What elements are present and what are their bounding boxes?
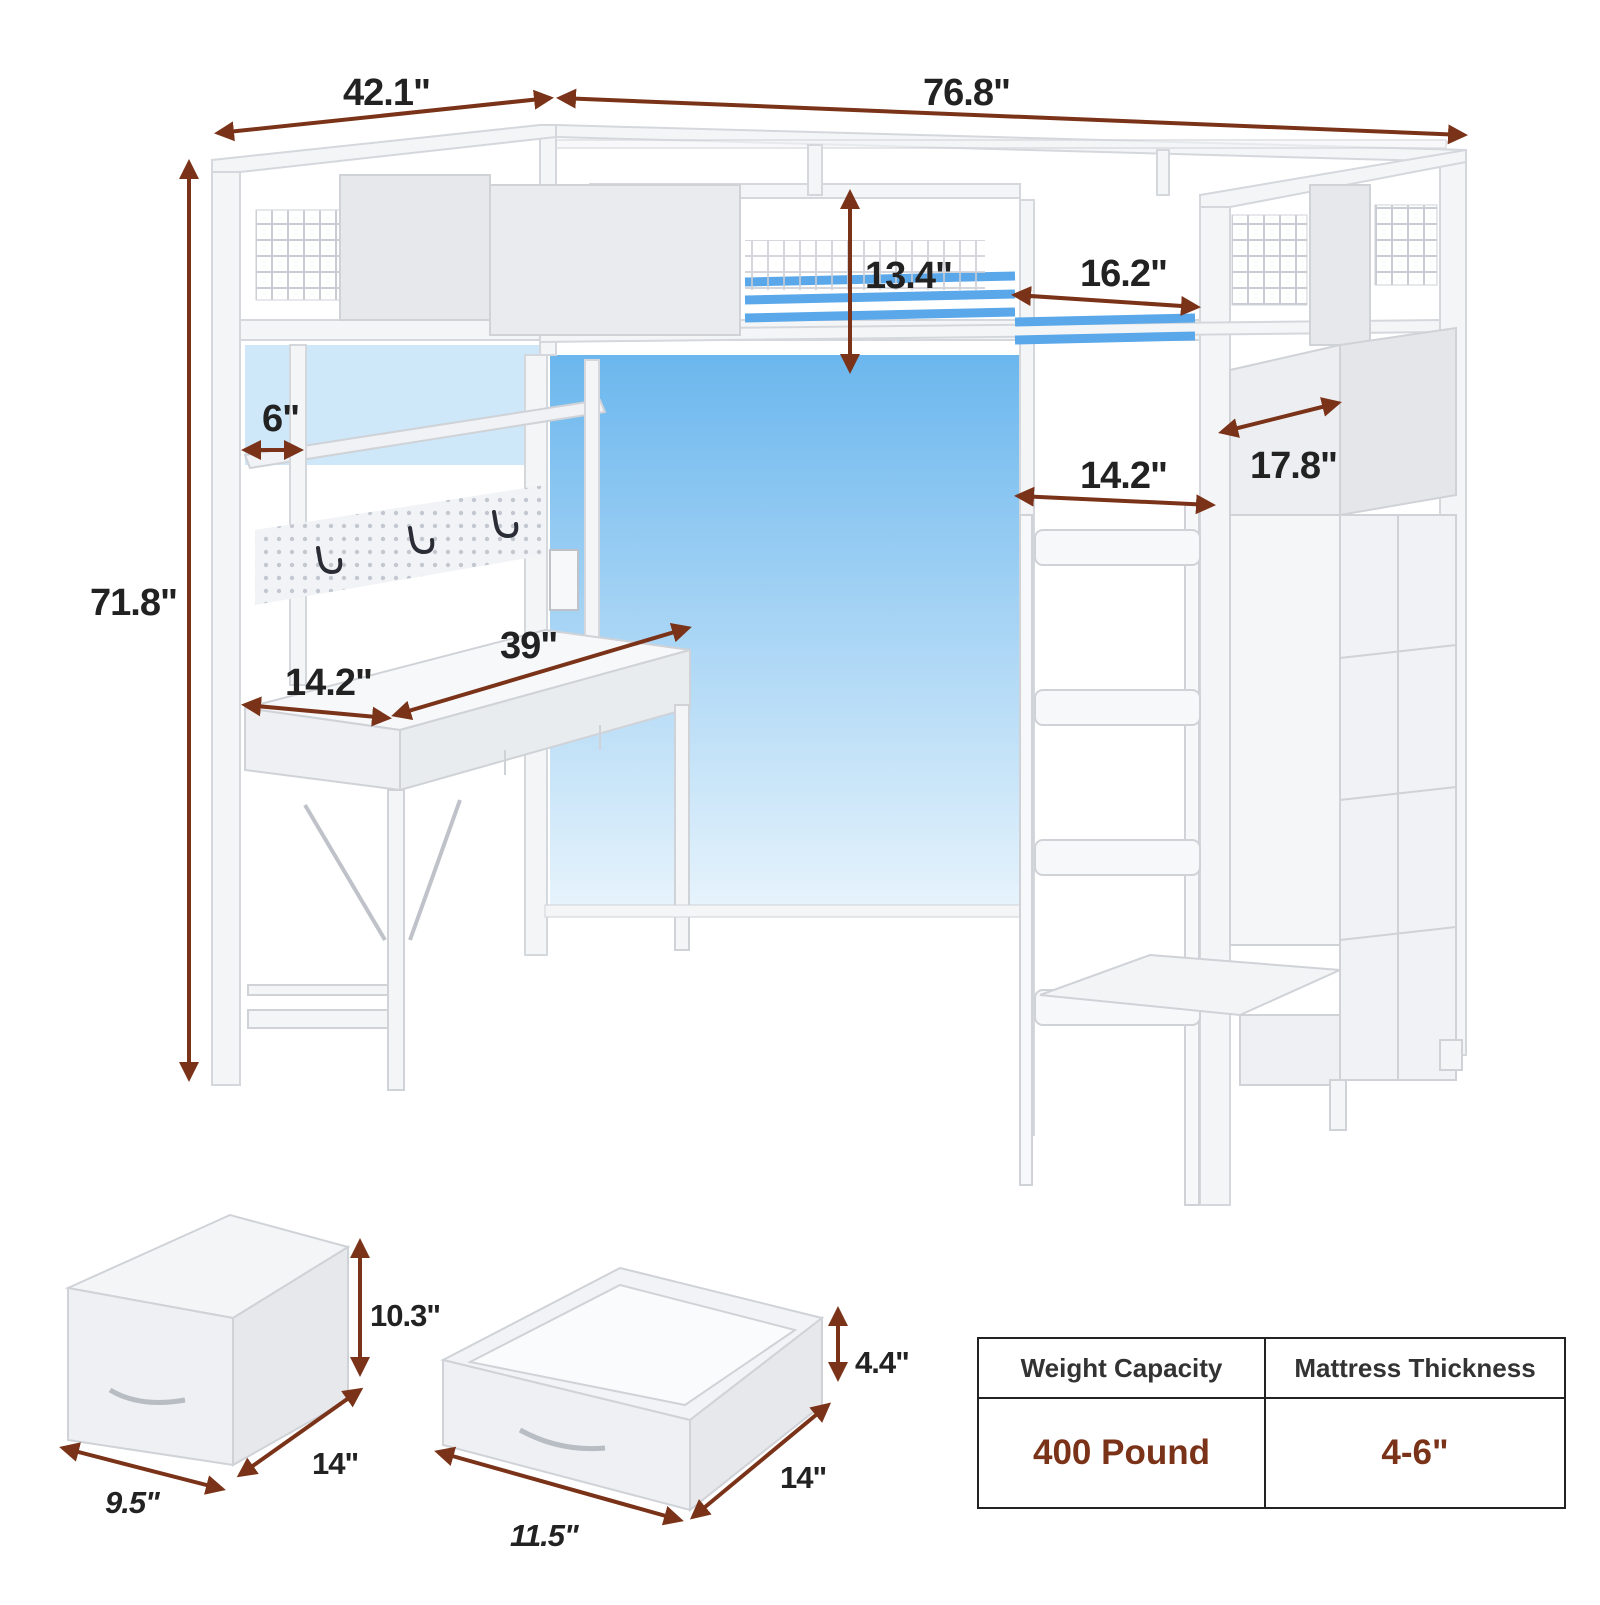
shelf-post-2 xyxy=(584,359,600,681)
tall-drawer-depth-label: 14" xyxy=(312,1446,359,1481)
spec-value-weight: 400 Pound xyxy=(979,1399,1266,1507)
dim-ladder-entry-label: 16.2" xyxy=(1080,253,1168,295)
left-wood-panel xyxy=(339,174,491,321)
flat-drawer-depth-label: 14" xyxy=(780,1460,827,1495)
dim-width-label: 42.1" xyxy=(343,72,431,114)
dim-guardrail-label: 13.4" xyxy=(865,255,953,297)
left-mesh xyxy=(255,209,341,301)
right-mesh xyxy=(1231,214,1308,306)
spec-header-weight: Weight Capacity xyxy=(979,1339,1266,1399)
desk-lower-rail xyxy=(544,904,1021,918)
dim-desk-length-label: 39" xyxy=(500,625,558,667)
tall-drawer-width-label: 9.5" xyxy=(105,1485,160,1520)
top-shelf xyxy=(243,398,607,470)
dim-ladder-width-label: 14.2" xyxy=(1080,455,1168,497)
tall-drawer-height-label: 10.3" xyxy=(370,1298,441,1333)
dim-shelf-depth-label: 6" xyxy=(262,398,300,440)
dimension-arrows xyxy=(59,88,1468,1526)
shelf-post xyxy=(289,344,307,686)
spec-value-mattress: 4-6" xyxy=(1381,1433,1449,1472)
power-outlet xyxy=(549,549,579,611)
center-wood-panel xyxy=(489,184,741,336)
middle-mesh xyxy=(745,240,985,290)
flat-drawer xyxy=(440,1266,825,1513)
dim-length-label: 76.8" xyxy=(923,72,1011,114)
dim-cabinet-depth-label: 17.8" xyxy=(1250,445,1338,487)
right-wood-panel xyxy=(1309,184,1371,346)
ladder xyxy=(1019,504,1201,1206)
led-glow-panel xyxy=(550,355,1020,915)
right-mesh-2 xyxy=(1374,204,1438,286)
pegboard-hooks xyxy=(316,510,519,575)
flat-drawer-height-label: 4.4" xyxy=(855,1345,910,1380)
spec-header-mattress: Mattress Thickness xyxy=(1266,1339,1564,1399)
dim-height-label: 71.8" xyxy=(90,582,178,624)
flat-drawer-width-label: 11.5" xyxy=(510,1518,579,1553)
dim-desk-depth-label: 14.2" xyxy=(285,662,373,704)
spec-table: Weight Capacity Mattress Thickness 400 P… xyxy=(977,1337,1566,1509)
